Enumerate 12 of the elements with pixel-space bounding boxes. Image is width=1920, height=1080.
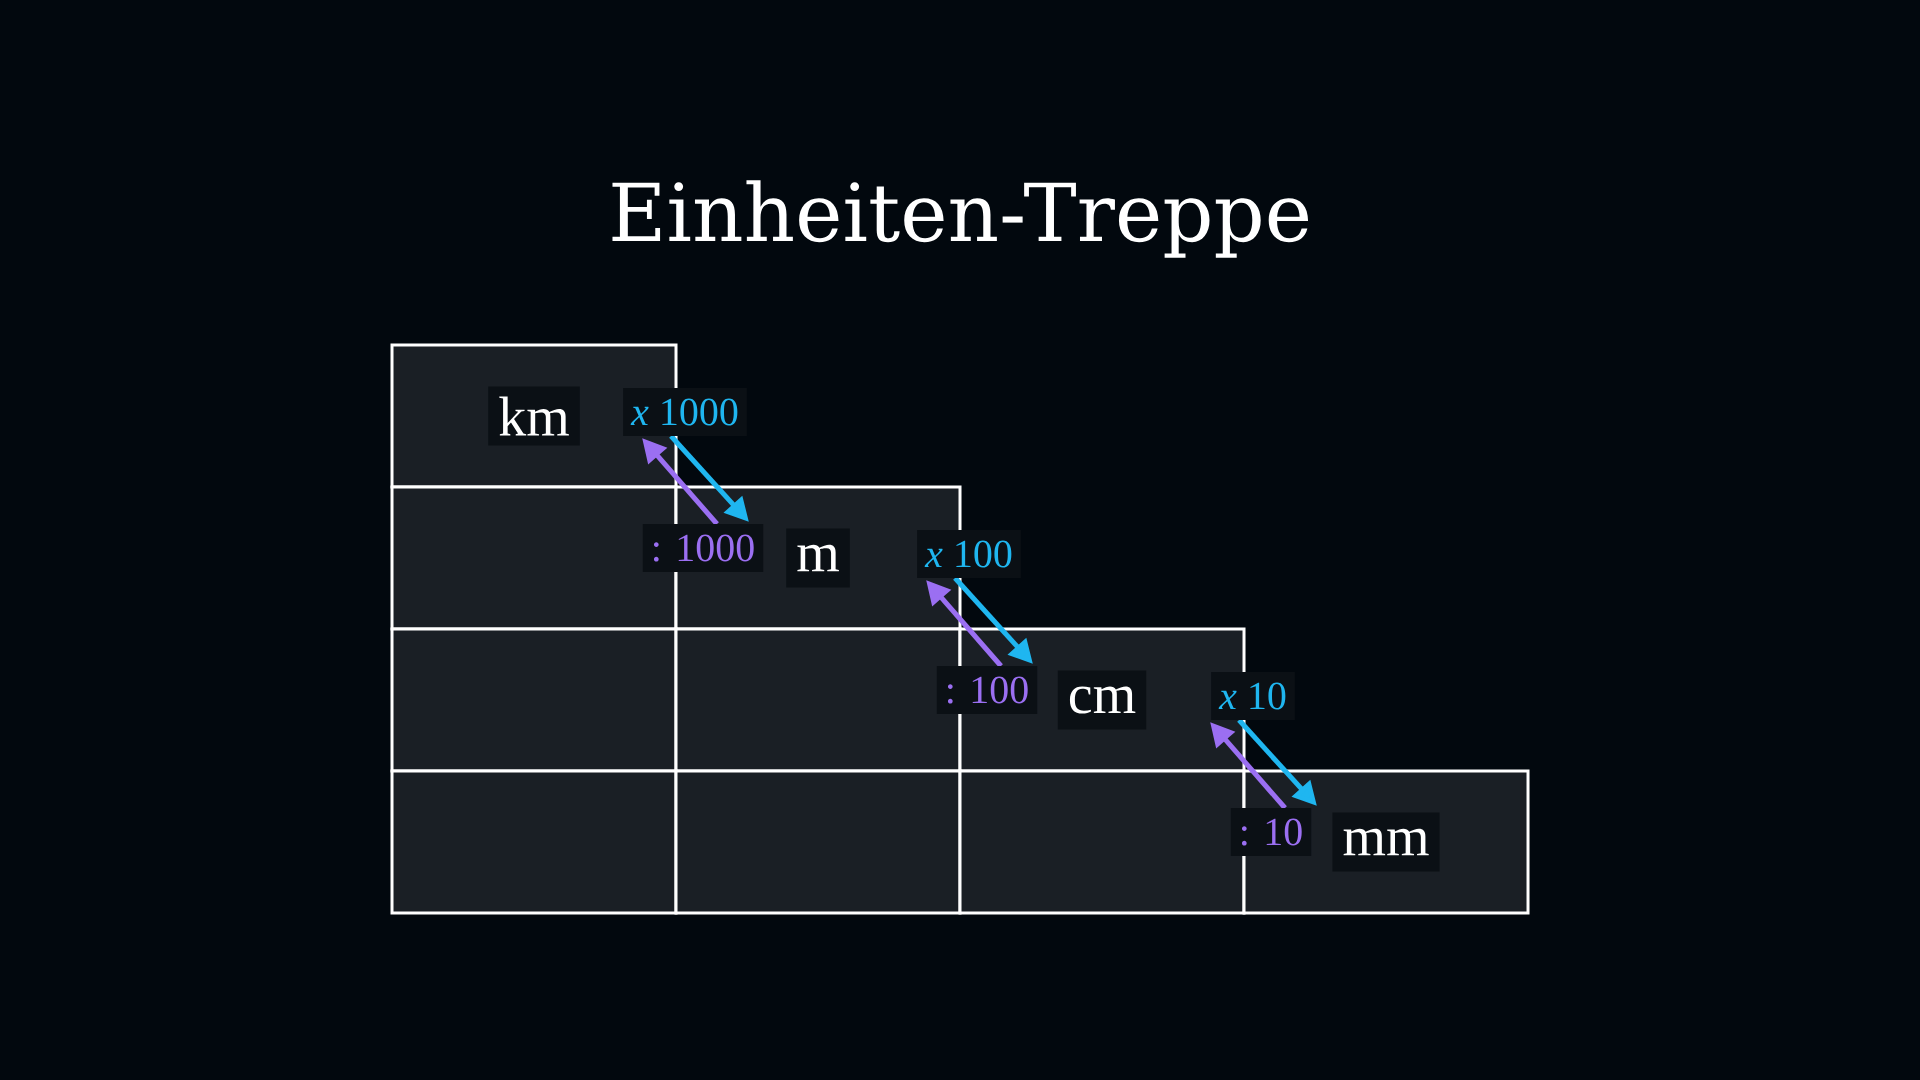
edge-label: : 1000 <box>642 524 764 572</box>
staircase-cell <box>674 627 962 773</box>
staircase-cell <box>958 769 1246 915</box>
edge-label: x 10 <box>1211 672 1295 720</box>
staircase-cell <box>390 769 678 915</box>
edge-label: : 10 <box>1230 808 1312 856</box>
staircase-cell <box>390 627 678 773</box>
edge-label: x 100 <box>917 530 1021 578</box>
staircase-cell <box>674 769 962 915</box>
title: Einheiten-Treppe <box>612 180 1309 258</box>
edge-label: : 100 <box>936 666 1038 714</box>
staircase-cell <box>390 485 678 631</box>
